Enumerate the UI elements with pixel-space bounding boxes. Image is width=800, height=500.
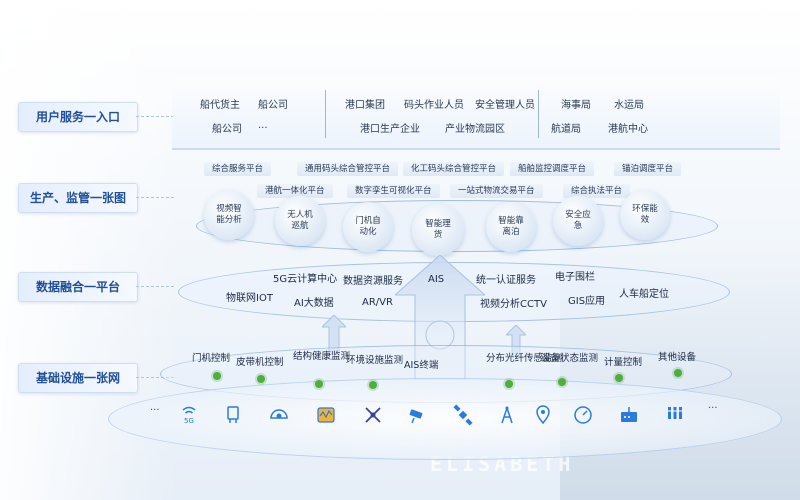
cctv-icon — [409, 409, 423, 424]
status-dot — [674, 369, 682, 377]
platform-tag: 一站式物流交易平台 — [450, 184, 543, 198]
svg-text:5G: 5G — [184, 417, 194, 425]
capability-circle: 智能理货 — [412, 204, 464, 256]
infra-item: 其他设备 — [658, 352, 697, 363]
status-dot — [369, 381, 377, 389]
data-item: AI大数据 — [294, 298, 334, 309]
user-item: 船公司 — [258, 100, 288, 111]
user-service-panel — [172, 78, 780, 150]
more-devices-right: ... — [708, 400, 718, 411]
infra-item: 计量控制 — [604, 357, 643, 368]
gauge-icon — [574, 406, 592, 424]
user-item: 港航中心 — [608, 124, 648, 135]
meter-icon — [317, 407, 335, 423]
infra-item: 环境设施监测 — [346, 355, 404, 366]
infra-item: 分布光纤传感监测 — [486, 353, 563, 364]
user-item: 航道局 — [551, 124, 581, 135]
data-item: 5G云计算中心 — [273, 274, 338, 285]
layer-label-data: 数据融合一平台 — [18, 272, 138, 302]
capability-circle: 门机自动化 — [343, 202, 393, 252]
user-item: ... — [258, 120, 268, 131]
status-dot — [315, 380, 323, 388]
platform-tag: 数字孪生可视化平台 — [347, 184, 440, 198]
small-up-arrow — [322, 315, 346, 355]
status-dot — [213, 372, 221, 380]
status-dot — [257, 375, 265, 383]
tower-icon — [501, 406, 513, 424]
platform-tag: 港航一体化平台 — [257, 184, 333, 198]
user-item: 港口集团 — [345, 100, 385, 111]
data-item: 统一认证服务 — [476, 275, 536, 286]
small-up-arrow — [506, 325, 526, 357]
platform-tag: 锚泊调度平台 — [614, 162, 682, 176]
sensor-icon — [227, 406, 239, 423]
group-divider — [325, 90, 326, 138]
capability-circle: 智能靠离泊 — [486, 202, 536, 252]
data-item: 电子围栏 — [555, 272, 595, 283]
satellite-icon — [453, 404, 473, 426]
user-item: 产业物流园区 — [445, 124, 505, 135]
camera-dome-icon — [270, 409, 288, 419]
user-item: 港口生产企业 — [360, 124, 420, 135]
router-icon — [621, 407, 637, 422]
data-item: AR/VR — [362, 297, 393, 308]
platform-tag: 综合执法平台 — [563, 184, 631, 198]
user-item: 船公司 — [212, 124, 242, 135]
data-item: 数据资源服务 — [343, 276, 403, 287]
status-dot — [615, 374, 623, 382]
infra-item: 结构健康监测 — [293, 351, 351, 362]
data-item: 视频分析CCTV — [480, 299, 547, 310]
data-item: 物联网IOT — [226, 293, 273, 304]
platform-tag: 综合服务平台 — [204, 162, 272, 176]
layer-connector — [136, 116, 174, 117]
user-item: 安全管理人员 — [475, 100, 535, 111]
5g-icon: 5G — [182, 406, 196, 425]
data-item: AIS — [428, 274, 445, 285]
layer-connector — [136, 377, 174, 378]
infra-item: AIS终端 — [404, 360, 439, 371]
layer-label-infra: 基础设施一张网 — [18, 363, 138, 393]
drone-icon — [365, 407, 381, 423]
location-pin-icon — [536, 405, 550, 425]
platform-tag: 船舶监控调度平台 — [510, 162, 595, 176]
status-dot — [505, 380, 513, 388]
infra-item: 门机控制 — [192, 353, 231, 364]
infra-item: 皮带机控制 — [236, 357, 284, 368]
more-devices-left: ... — [150, 402, 160, 413]
layer-connector — [136, 197, 174, 198]
platform-tag: 通用码头综合管控平台 — [297, 162, 399, 176]
user-item: 码头作业人员 — [404, 100, 464, 111]
user-item: 船代货主 — [200, 100, 240, 111]
user-item: 海事局 — [561, 100, 591, 111]
capability-circle: 安全应急 — [553, 196, 603, 246]
infra-item: 设备状态监测 — [541, 353, 599, 364]
layer-label-production: 生产、监管一张图 — [18, 183, 138, 213]
capability-circle: 环保能效 — [620, 190, 670, 240]
radiator-icon — [667, 407, 683, 419]
platform-tag: 化工码头综合管控平台 — [403, 162, 505, 176]
layer-connector — [136, 286, 174, 287]
capability-circle: 视频智能分析 — [204, 190, 254, 240]
capability-circle: 无人机巡航 — [275, 196, 325, 246]
status-dot — [558, 378, 566, 386]
data-item: 人车船定位 — [619, 289, 669, 300]
group-divider — [538, 90, 539, 138]
data-item: GIS应用 — [568, 296, 606, 307]
user-item: 水运局 — [614, 100, 644, 111]
layer-label-user: 用户服务一入口 — [18, 102, 138, 132]
